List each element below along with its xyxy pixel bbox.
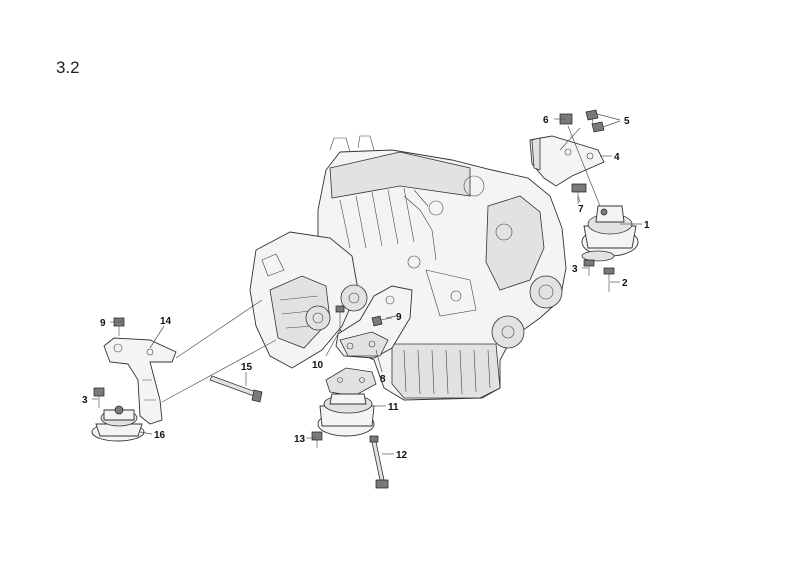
- callout-8: 8: [380, 374, 386, 385]
- callout-5: 5: [624, 116, 630, 127]
- callout-3-right: 3: [572, 264, 578, 275]
- callout-labels: 1 2 3 4 5 6 7 8 9 10 11 12 13 14 15 16 3…: [82, 115, 650, 461]
- bolt-10: [335, 305, 345, 330]
- callout-2: 2: [622, 278, 628, 289]
- bolt-2: [603, 267, 615, 292]
- callout-10: 10: [312, 360, 324, 371]
- engine-mount-right: [581, 205, 639, 262]
- callout-3-left: 3: [82, 395, 88, 406]
- bolt-9-center: [371, 315, 393, 327]
- bolt-13: [311, 431, 323, 448]
- section-number: 3.2: [56, 58, 80, 77]
- callout-7: 7: [578, 204, 584, 215]
- bolts-5: [585, 109, 605, 133]
- bolt-3-left: [93, 387, 105, 408]
- bolt-7: [571, 183, 587, 204]
- callout-9-left: 9: [100, 318, 106, 329]
- bolt-15: [209, 375, 263, 403]
- callout-13: 13: [294, 434, 306, 445]
- engine-mount-left: [91, 405, 145, 442]
- bolt-9-left: [113, 317, 125, 336]
- bolt-12: [369, 435, 389, 489]
- callout-12: 12: [396, 450, 408, 461]
- leader-lines: [92, 113, 642, 455]
- bolt-3-right: [583, 259, 595, 276]
- callout-16: 16: [154, 430, 166, 441]
- engine-assembly: [317, 135, 567, 401]
- callout-4: 4: [614, 152, 620, 163]
- callout-11: 11: [388, 402, 399, 413]
- engine-mount-center: [317, 367, 377, 437]
- callout-1: 1: [644, 220, 650, 231]
- callout-9-center: 9: [396, 312, 402, 323]
- callout-6: 6: [543, 115, 549, 126]
- callout-14: 14: [160, 316, 172, 327]
- gearbox-assembly: [249, 231, 368, 369]
- left-bracket: [103, 337, 177, 425]
- callout-15: 15: [241, 362, 253, 373]
- upper-bracket: [529, 135, 605, 187]
